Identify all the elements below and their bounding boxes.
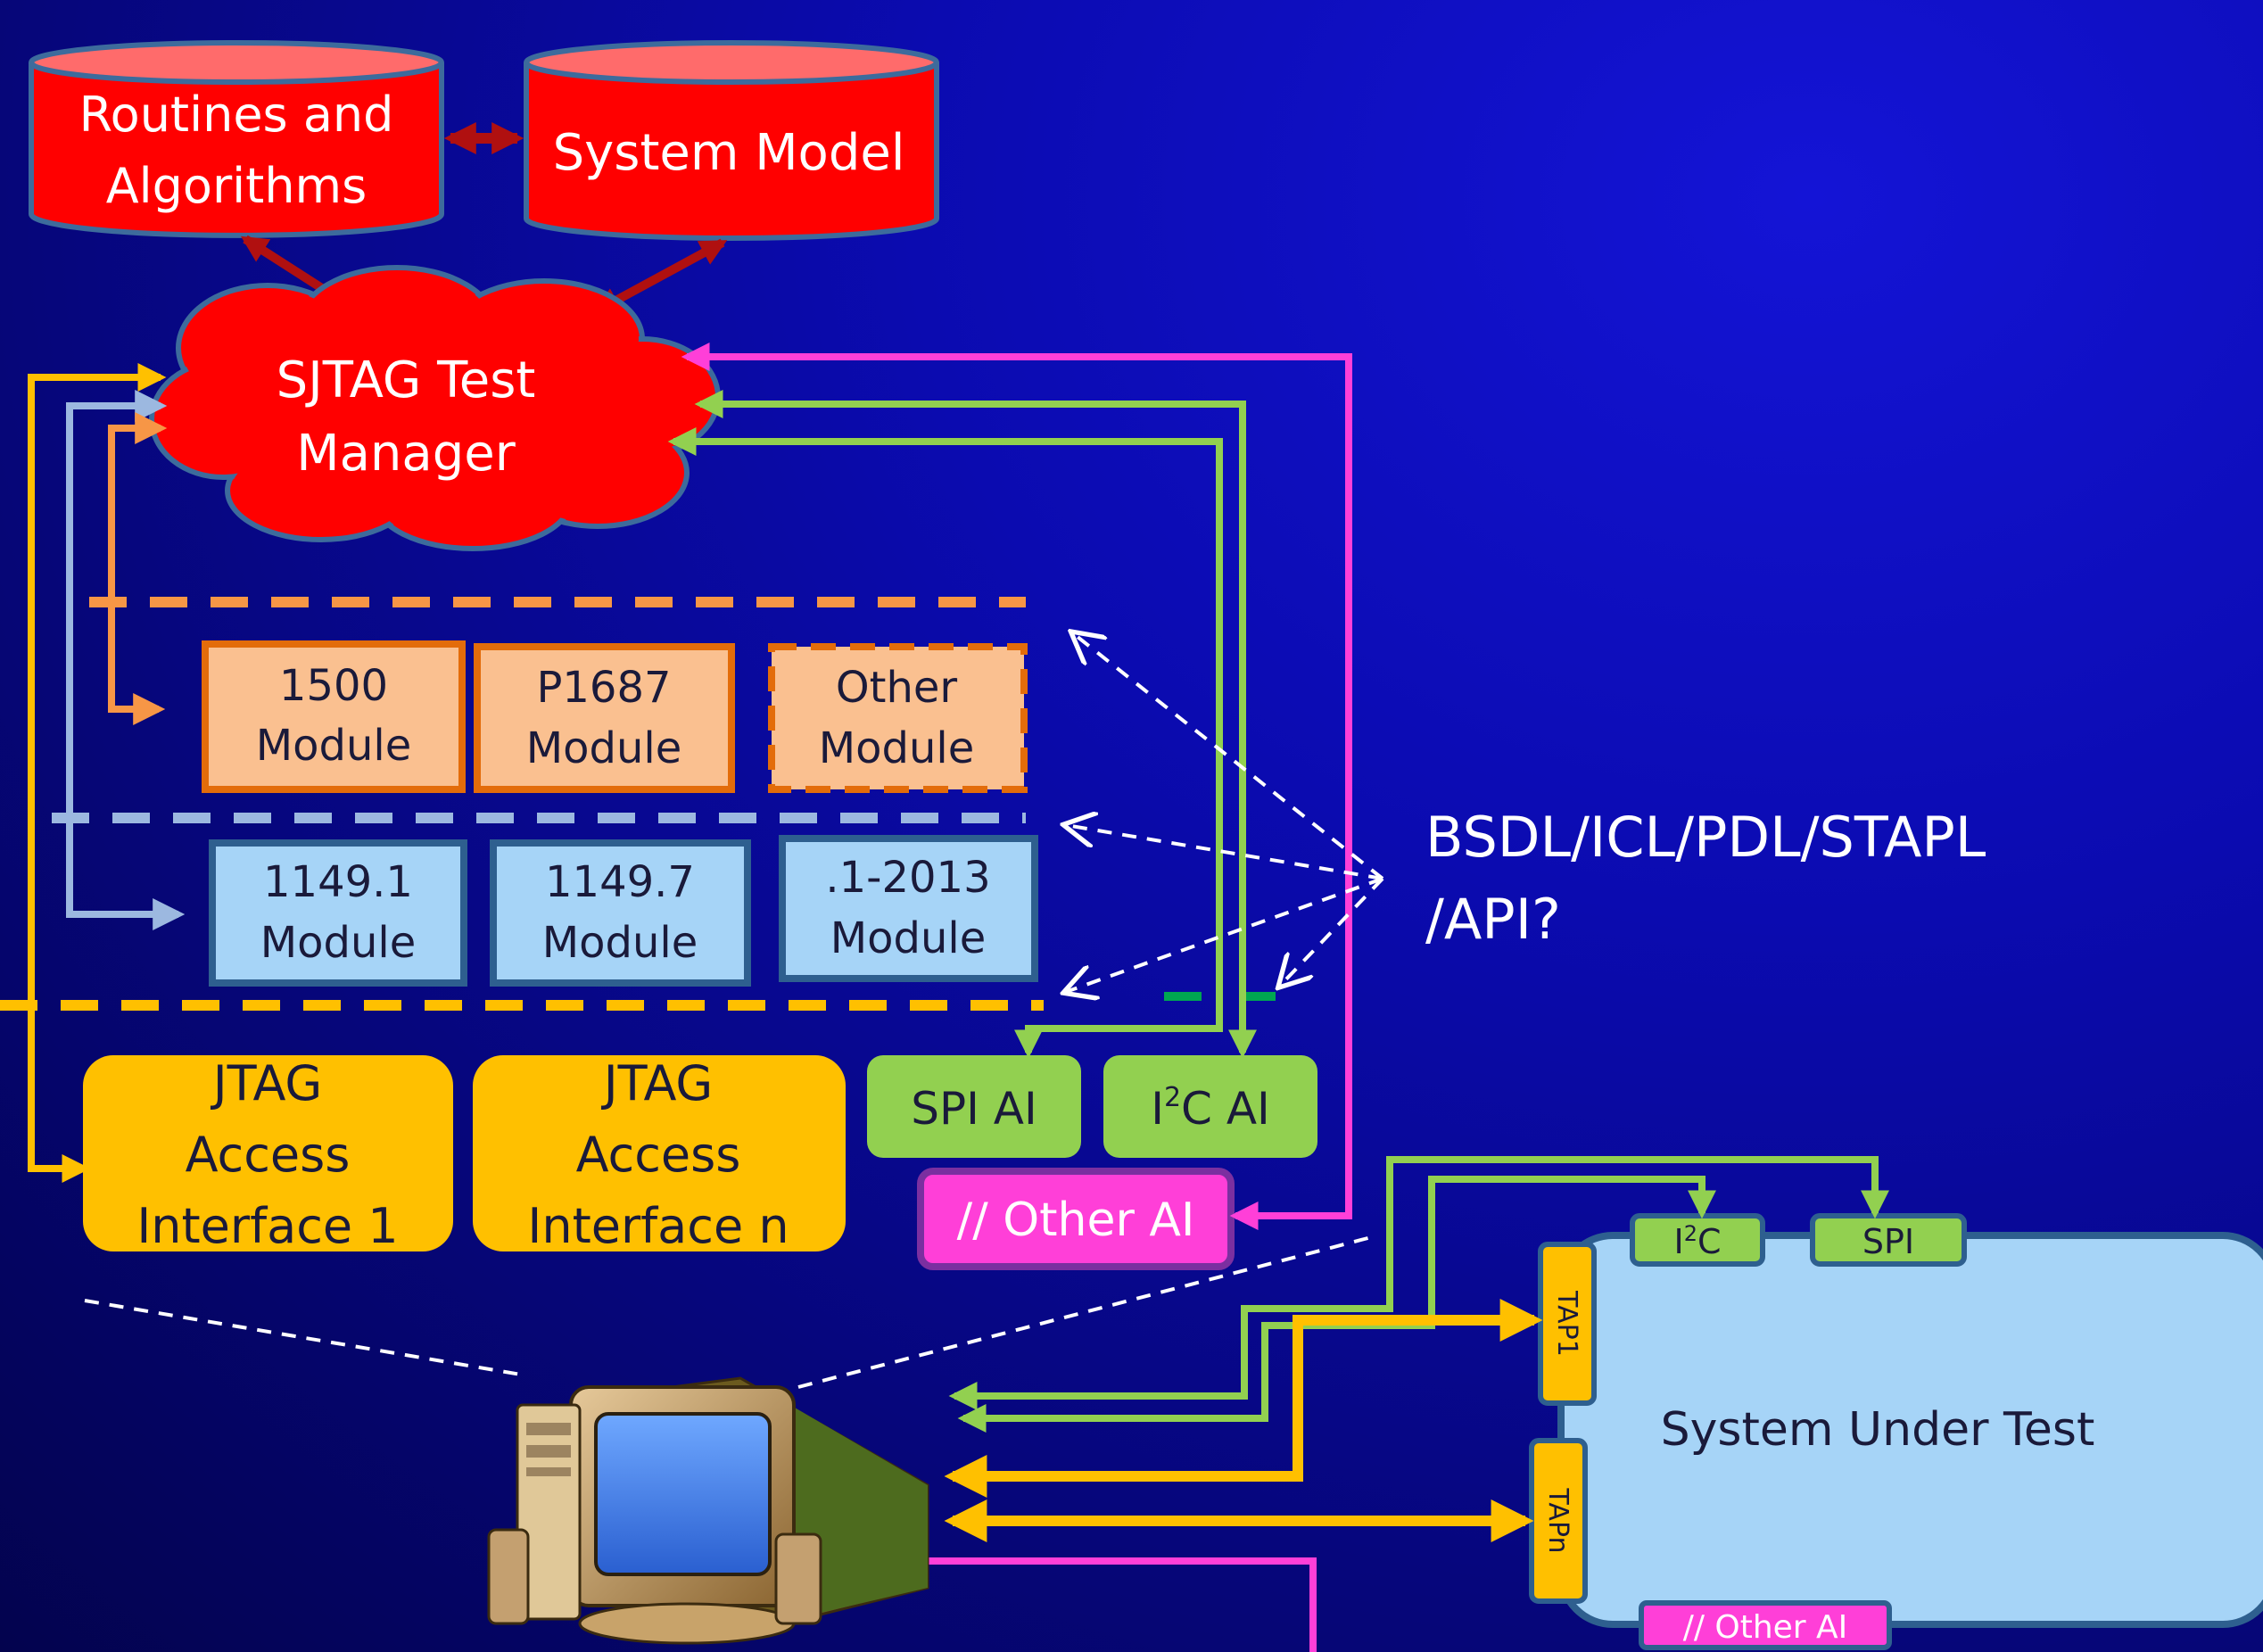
jtag-access-interface-n[interactable]: JTAG Access Interface n (473, 1055, 846, 1254)
module-1149-7-line1: 1149.7 (545, 857, 695, 907)
bsdl-line1: BSDL/ICL/PDL/STAPL (1425, 805, 1986, 870)
module-p1687-line1: P1687 (536, 663, 671, 713)
routines-line1: Routines and (79, 87, 394, 143)
sut-other-ai-label: // Other AI (1683, 1609, 1848, 1646)
jtag1-line2: Access (186, 1127, 351, 1183)
system-model-label: System Model (553, 124, 905, 182)
module-1500-line1: 1500 (279, 661, 388, 711)
jtag-access-interface-1[interactable]: JTAG Access Interface 1 (83, 1055, 453, 1254)
system-under-test[interactable]: System Under Test (1557, 1232, 2263, 1628)
module-1149-1-line2: Module (260, 918, 417, 968)
module-1149-1-line1: 1149.1 (263, 857, 413, 907)
bsdl-icl-pdl-stapl-label: BSDL/ICL/PDL/STAPL /API? (1425, 805, 1986, 952)
jtagn-line3: Interface n (527, 1198, 789, 1254)
manager-spi-green-arrow (667, 427, 1223, 1059)
spi-ai-label: SPI AI (911, 1083, 1037, 1135)
manager-jtag-yellow-arrow (28, 363, 167, 1183)
sut-tapn-port[interactable]: TAPn (1529, 1438, 1588, 1604)
module-1149-7-line2: Module (542, 918, 698, 968)
sut-spi-label: SPI (1862, 1222, 1914, 1261)
manager-blue-modules-arrow (66, 390, 186, 930)
manager-orange-modules-arrow (108, 412, 168, 725)
sut-i2c-port[interactable]: I2C (1630, 1213, 1765, 1267)
routines-line2: Algorithms (106, 158, 368, 214)
sut-i2c-label: I2C (1673, 1221, 1721, 1261)
jtag1-line1: JTAG (211, 1055, 323, 1111)
module-1500-line2: Module (256, 721, 412, 771)
desktop-computer-icon[interactable] (487, 1376, 929, 1645)
module-1149-7[interactable]: 1149.7 Module (490, 839, 751, 987)
module-p1687-line2: Module (526, 723, 682, 773)
module-other[interactable]: Other Module (768, 643, 1028, 793)
sut-spi-port[interactable]: SPI (1810, 1213, 1967, 1267)
bsdl-line2: /API? (1425, 887, 1561, 952)
module-other-line1: Other (836, 663, 958, 713)
jtagn-line2: Access (576, 1127, 741, 1183)
sut-tapn-label: TAPn (1542, 1487, 1573, 1553)
module-other-line2: Module (819, 723, 975, 773)
sut-tap1-port[interactable]: TAP1 (1538, 1242, 1597, 1406)
module-1149-1[interactable]: 1149.1 Module (209, 839, 467, 987)
module-1-2013[interactable]: .1-2013 Module (779, 835, 1038, 982)
other-access-interface[interactable]: // Other AI (917, 1168, 1235, 1270)
computer-sut-other-magenta-line (910, 1557, 1317, 1652)
module-1500[interactable]: 1500 Module (202, 640, 466, 793)
manager-i2c-green-arrow (694, 390, 1257, 1059)
computer-dashed-line-left (84, 1299, 527, 1377)
other-ai-label: // Other AI (957, 1194, 1195, 1247)
jtagn-line1: JTAG (601, 1055, 714, 1111)
module-p1687[interactable]: P1687 Module (474, 643, 735, 793)
sut-tap1-label: TAP1 (1551, 1290, 1582, 1357)
system-model-database[interactable]: System Model (524, 40, 939, 241)
jtag1-line3: Interface 1 (136, 1198, 398, 1254)
computer-sut-tap1-yellow-arrow (944, 1299, 1543, 1498)
sjtag-test-manager[interactable]: SJTAG Test Manager (149, 265, 721, 551)
module-1-2013-line1: .1-2013 (825, 853, 990, 903)
routines-algorithms-database[interactable]: Routines and Algorithms (29, 40, 444, 238)
manager-line1: SJTAG Test (277, 351, 536, 409)
module-1-2013-line2: Module (830, 913, 987, 963)
sut-title: System Under Test (1661, 1403, 2095, 1457)
manager-line2: Manager (296, 425, 516, 483)
spi-access-interface[interactable]: SPI AI (867, 1055, 1081, 1158)
sut-other-ai-port[interactable]: // Other AI (1639, 1600, 1892, 1650)
description-pointer-arrows (1066, 633, 1384, 992)
i2c-access-interface[interactable]: I2C AI (1103, 1055, 1317, 1158)
